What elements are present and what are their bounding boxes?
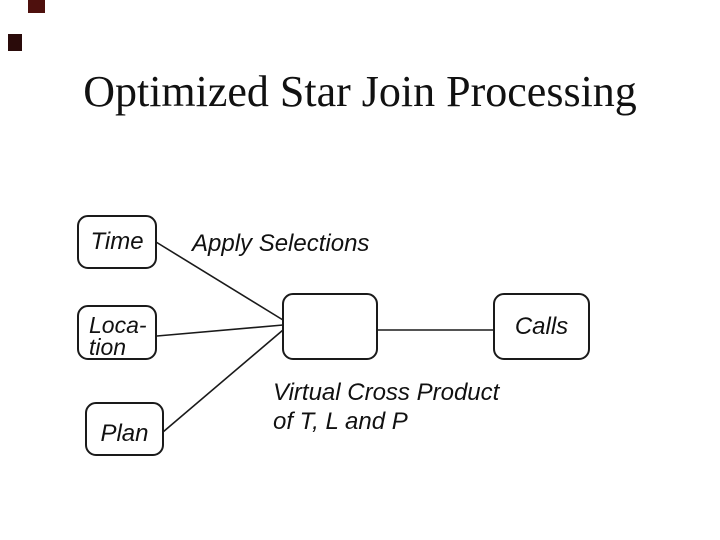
node-time: Time [77, 215, 157, 269]
render-artifact-left [8, 34, 22, 51]
annotation-vcp-line1: Virtual Cross Product [273, 379, 500, 406]
annotation-virtual-cross-product: Virtual Cross Product of T, L and P [273, 378, 499, 436]
node-location-label-line2: tion [89, 334, 127, 360]
slide-title: Optimized Star Join Processing [83, 67, 637, 116]
node-time-label: Time [90, 228, 144, 255]
node-plan-label: Plan [100, 420, 149, 447]
edge-plan-to-join [162, 329, 284, 433]
node-plan: Plan [85, 402, 164, 456]
node-location-label-line1: Loca- [89, 312, 147, 338]
node-join-empty [282, 293, 378, 360]
annotation-vcp-line2: of T, L and P [273, 408, 408, 435]
render-artifact-top [28, 0, 45, 13]
annotation-apply-selections: Apply Selections [192, 230, 370, 257]
node-calls-label: Calls [514, 312, 569, 340]
node-calls: Calls [493, 293, 590, 360]
edge-time-to-join [155, 241, 284, 321]
node-location: Loca- tion [77, 305, 157, 360]
edge-location-to-join [156, 324, 284, 337]
